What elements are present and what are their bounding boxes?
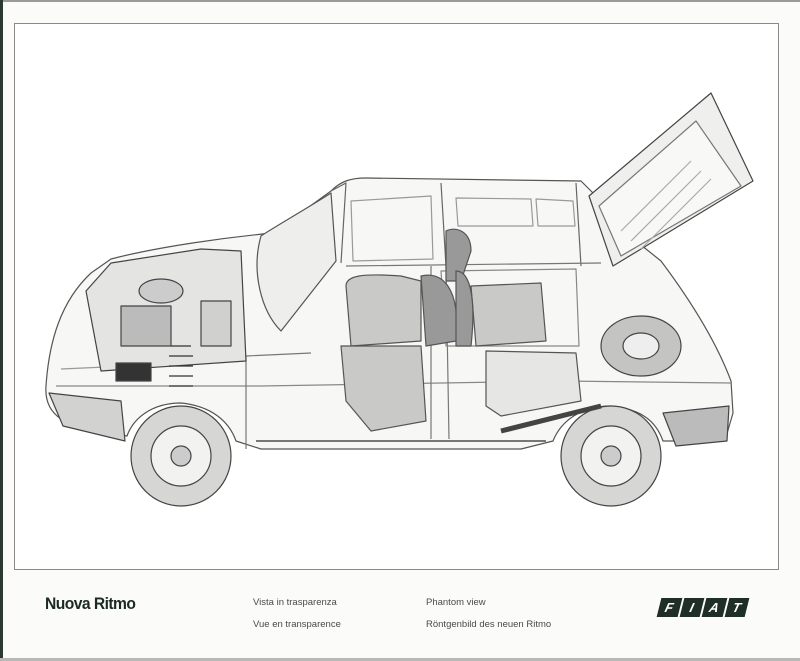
spare-wheel (600, 315, 682, 377)
illustration-frame (14, 23, 779, 570)
model-title: Nuova Ritmo (45, 594, 136, 613)
car-cutaway-illustration (45, 92, 754, 507)
caption-german: Röntgenbild des neuen Ritmo (426, 619, 552, 630)
front-bumper (48, 392, 126, 442)
logo-letter: T (724, 598, 750, 617)
engine-bay (85, 248, 247, 387)
caption-italian: Vista in trasparenza (253, 597, 337, 608)
front-wheel (130, 405, 232, 507)
open-tailgate (588, 92, 754, 267)
rear-bumper (662, 405, 730, 447)
windshield (256, 192, 337, 332)
photo-edge-bottom (0, 658, 800, 661)
logo-letter: A (701, 598, 727, 617)
fiat-logo: F I A T (656, 598, 750, 617)
photo-edge-top (0, 0, 800, 2)
rear-wheel (560, 405, 662, 507)
caption-english: Phantom view (426, 597, 486, 608)
logo-letter: I (679, 598, 705, 617)
logo-letter: F (656, 598, 682, 617)
caption-french: Vue en transparence (253, 619, 341, 630)
rear-seat (455, 270, 547, 347)
front-seat (340, 228, 472, 432)
fuel-tank (485, 350, 602, 434)
photo-edge-left (0, 0, 3, 661)
